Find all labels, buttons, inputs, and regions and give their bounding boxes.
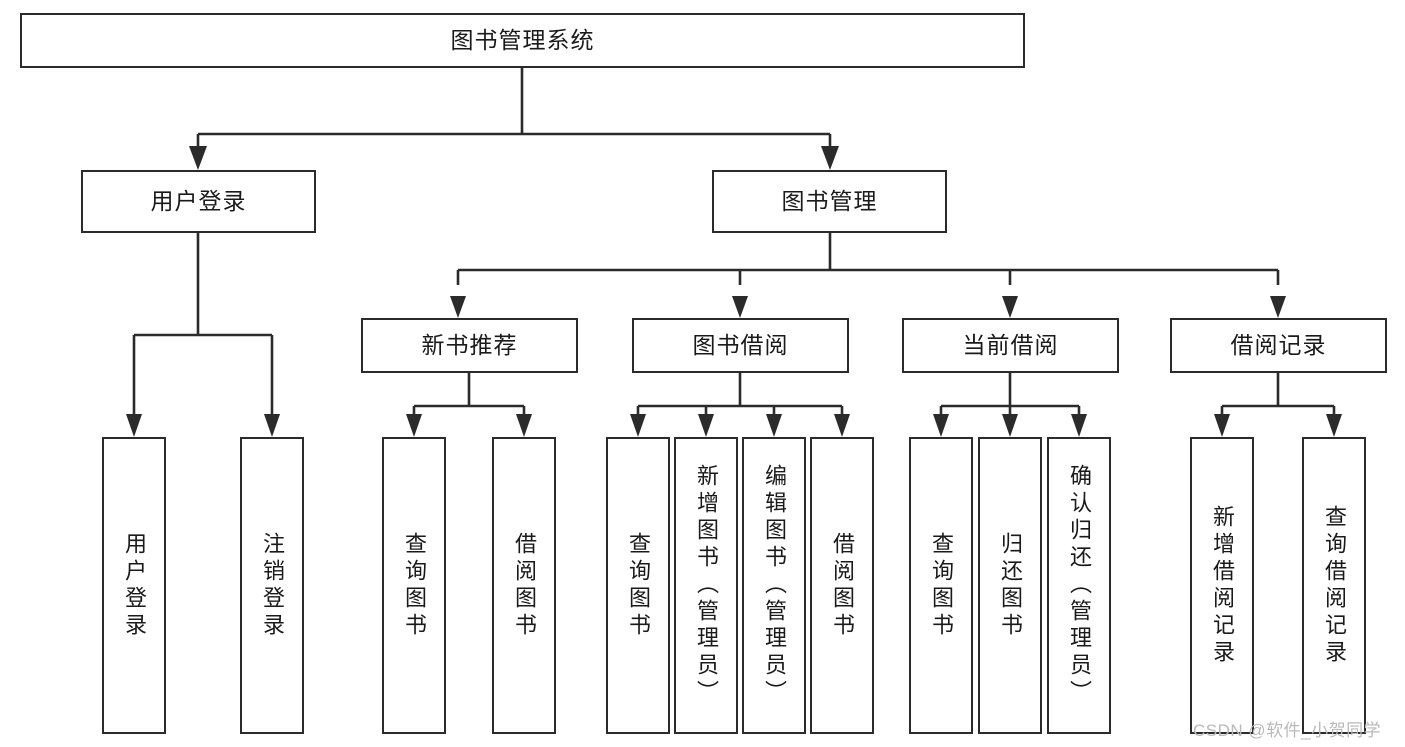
- leaf-query-book-recommend[interactable]: 查询图书: [382, 437, 446, 734]
- leaf-borrow-book[interactable]: 借阅图书: [810, 437, 874, 734]
- node-label: 新增图书（管理员）: [694, 464, 719, 707]
- leaf-borrow-book-recommend[interactable]: 借阅图书: [492, 437, 556, 734]
- leaf-query-borrow-record[interactable]: 查询借阅记录: [1302, 437, 1366, 734]
- node-label: 图书借阅: [692, 332, 789, 359]
- node-root-system[interactable]: 图书管理系统: [20, 13, 1025, 68]
- node-label: 查询图书: [929, 531, 954, 640]
- leaf-logout[interactable]: 注销登录: [240, 437, 304, 734]
- node-label: 查询图书: [626, 531, 651, 640]
- node-label: 用户登录: [122, 531, 147, 640]
- node-book-management[interactable]: 图书管理: [712, 170, 947, 233]
- node-new-book-recommend[interactable]: 新书推荐: [361, 318, 578, 373]
- leaf-add-borrow-record[interactable]: 新增借阅记录: [1190, 437, 1254, 734]
- node-label: 当前借阅: [962, 332, 1059, 359]
- node-label: 查询借阅记录: [1322, 504, 1347, 667]
- node-label: 新书推荐: [421, 332, 518, 359]
- node-current-borrow[interactable]: 当前借阅: [902, 318, 1119, 373]
- leaf-user-login[interactable]: 用户登录: [102, 437, 166, 734]
- node-label: 编辑图书（管理员）: [762, 464, 787, 707]
- leaf-query-book-current[interactable]: 查询图书: [909, 437, 973, 734]
- node-user-login[interactable]: 用户登录: [81, 170, 316, 233]
- node-borrow-record[interactable]: 借阅记录: [1170, 318, 1387, 373]
- node-label: 用户登录: [150, 188, 247, 215]
- leaf-query-book-borrow[interactable]: 查询图书: [606, 437, 670, 734]
- node-label: 归还图书: [998, 531, 1023, 640]
- node-book-borrow[interactable]: 图书借阅: [632, 318, 849, 373]
- leaf-confirm-return-admin[interactable]: 确认归还（管理员）: [1047, 437, 1111, 734]
- node-label: 借阅图书: [512, 531, 537, 640]
- node-label: 确认归还（管理员）: [1067, 464, 1092, 707]
- leaf-return-book[interactable]: 归还图书: [978, 437, 1042, 734]
- node-label: 注销登录: [260, 531, 285, 640]
- node-label: 查询图书: [402, 531, 427, 640]
- node-label: 图书管理系统: [450, 27, 595, 54]
- node-label: 借阅记录: [1230, 332, 1327, 359]
- node-label: 借阅图书: [830, 531, 855, 640]
- node-label: 图书管理: [781, 188, 878, 215]
- node-label: 新增借阅记录: [1210, 504, 1235, 667]
- csdn-watermark: CSDN @软件_小贺同学: [1193, 721, 1382, 740]
- leaf-edit-book-admin[interactable]: 编辑图书（管理员）: [742, 437, 806, 734]
- leaf-add-book-admin[interactable]: 新增图书（管理员）: [674, 437, 738, 734]
